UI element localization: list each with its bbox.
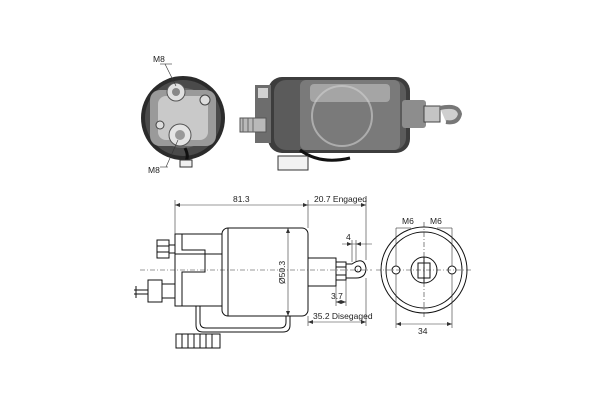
side-dimensions xyxy=(174,200,372,326)
engaged-stroke-dim: 20.7 Engaged xyxy=(314,194,367,204)
disengaged-length-dim: 35.2 Disegaged xyxy=(313,311,373,321)
diameter-dim: Ø50.3 xyxy=(277,261,287,284)
rear-bottom-m8-label: M8 xyxy=(148,165,160,175)
plunger-step-dim: 4 xyxy=(346,232,351,242)
side-view-photo xyxy=(239,77,463,171)
left-thread-label: M6 xyxy=(402,216,414,226)
side-elevation-drawing xyxy=(134,227,372,349)
rear-view-photo xyxy=(141,63,225,168)
plunger-offset-dim: 3.7 xyxy=(331,291,343,301)
overall-length-dim: 81.3 xyxy=(233,194,250,204)
end-view-drawing xyxy=(376,222,472,328)
rear-top-m8-label: M8 xyxy=(153,54,165,64)
right-thread-label: M6 xyxy=(430,216,442,226)
end-width-dim: 34 xyxy=(418,326,428,336)
